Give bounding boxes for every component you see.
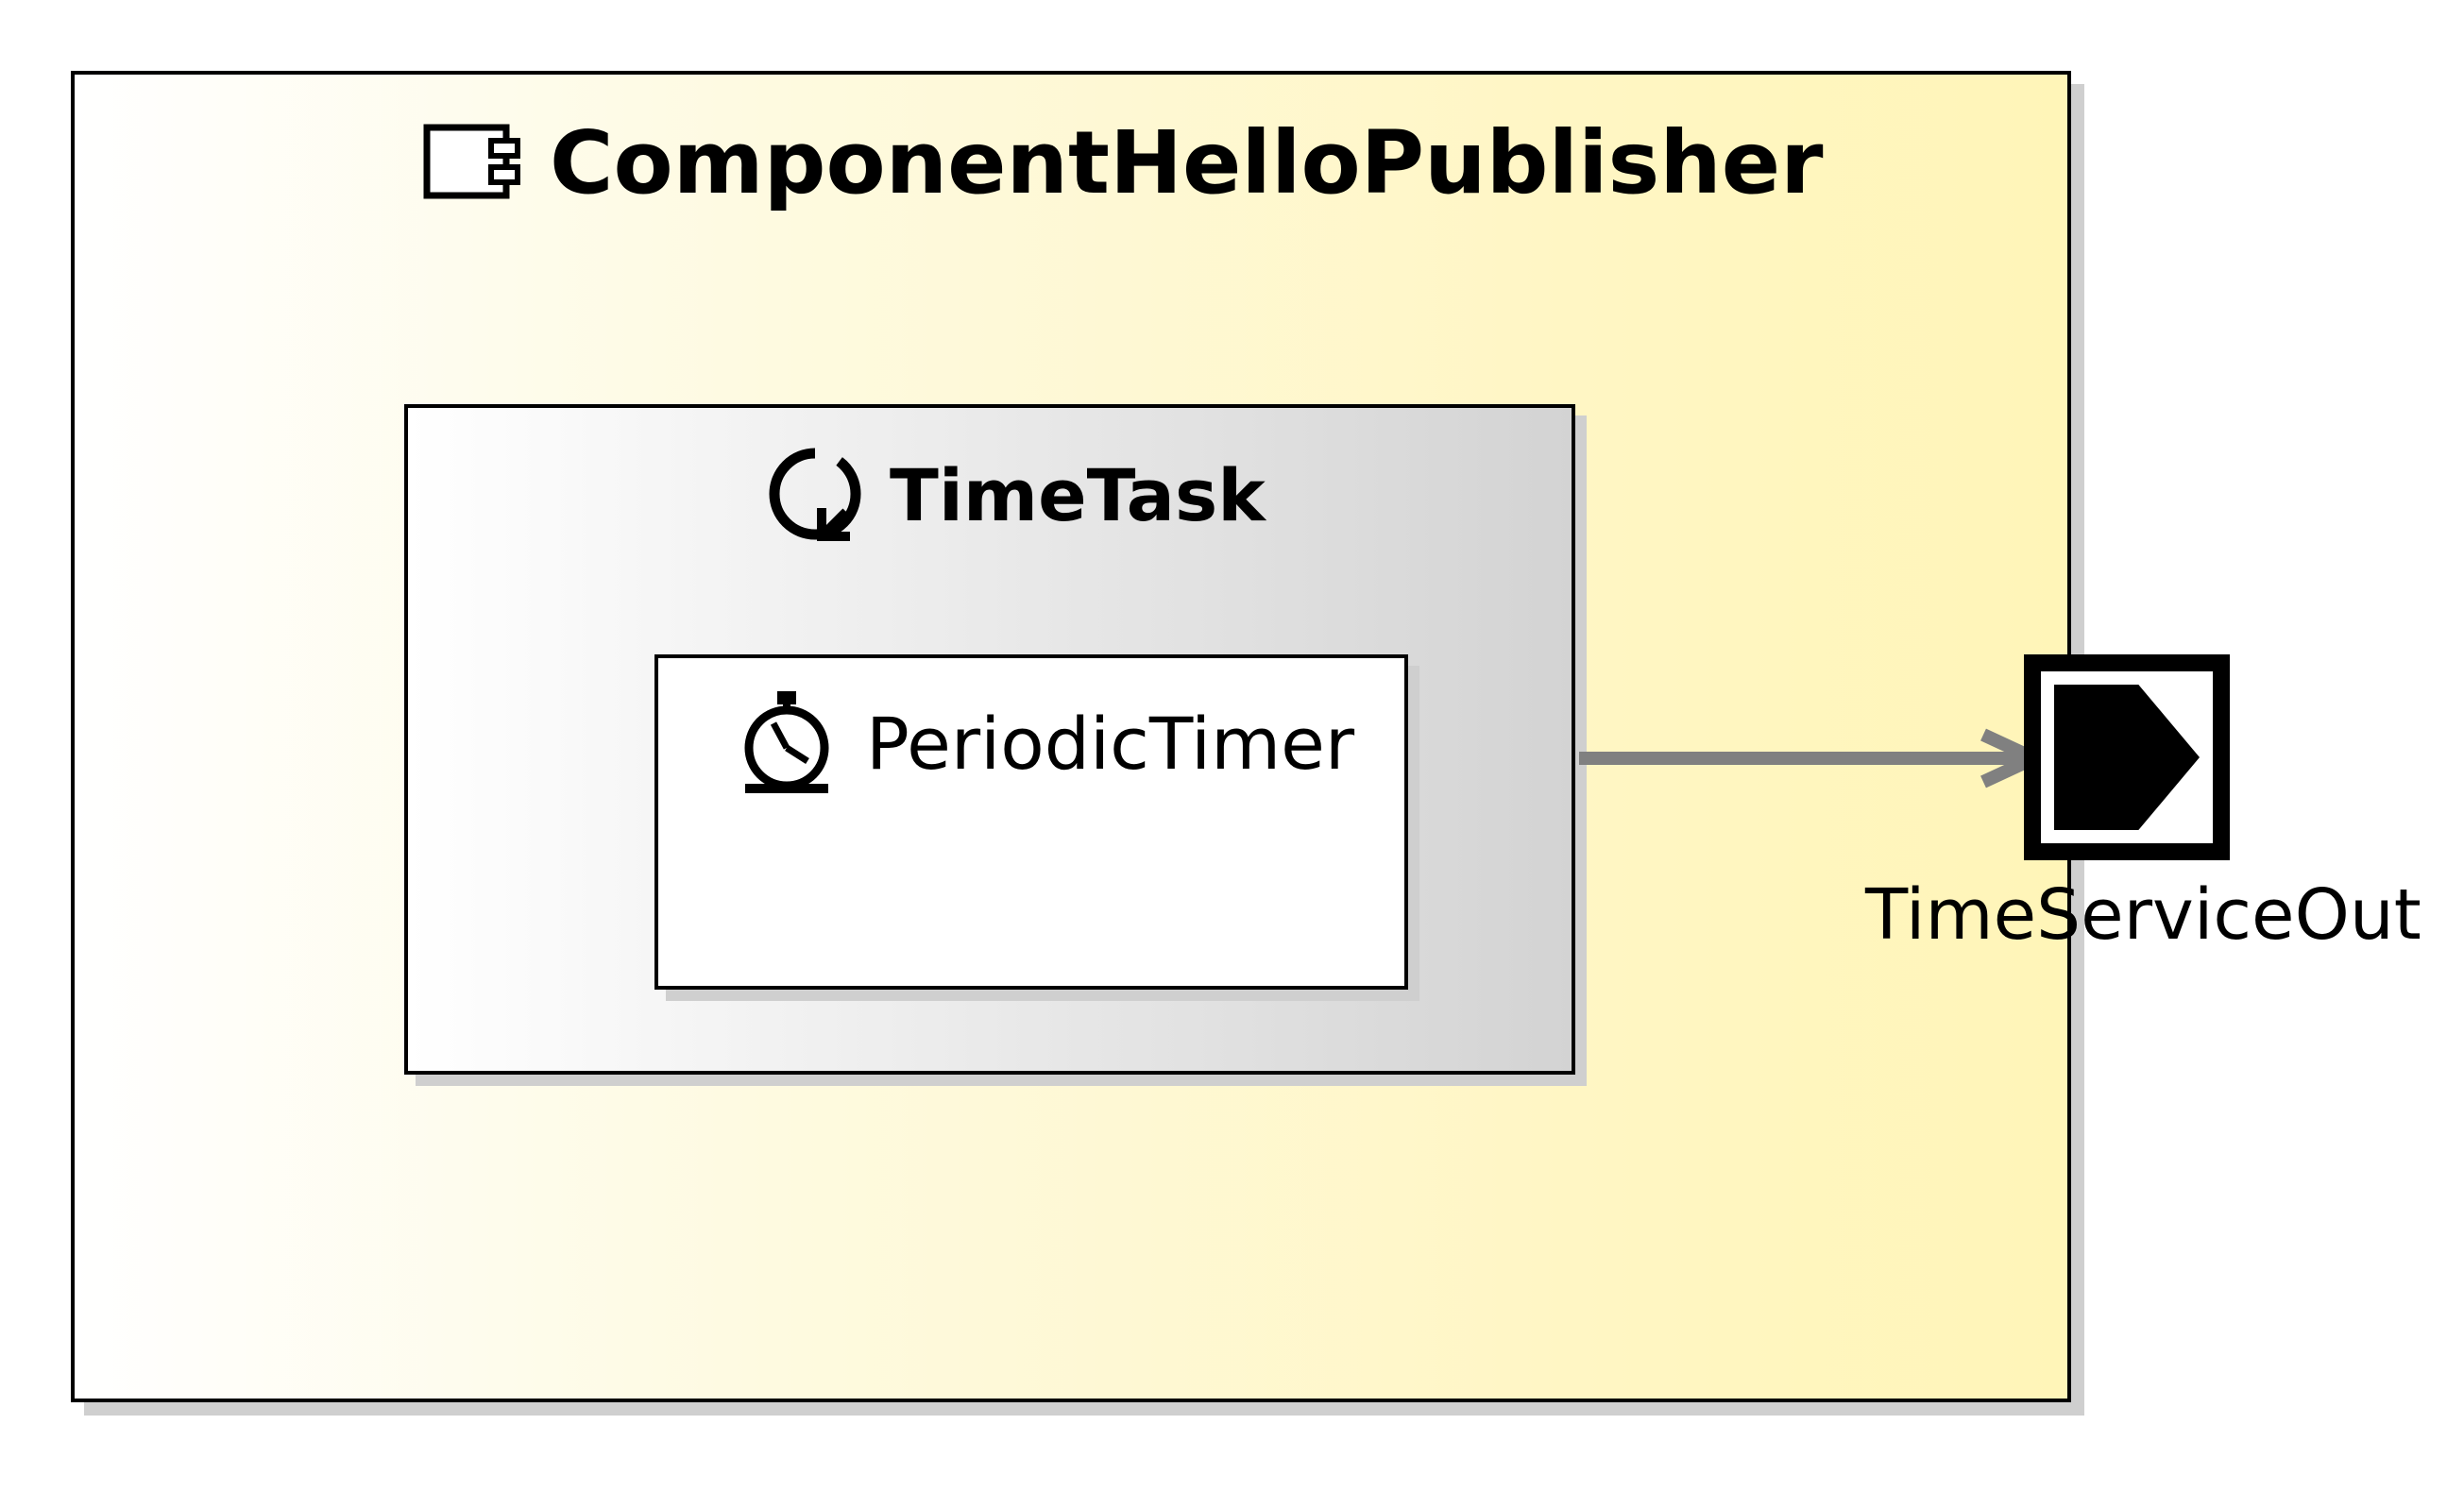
output-port[interactable] xyxy=(2024,654,2230,860)
component-icon xyxy=(423,124,521,203)
timer-header: PeriodicTimer xyxy=(732,687,1354,801)
task-cycle-icon xyxy=(763,442,867,550)
timer-title: PeriodicTimer xyxy=(866,702,1355,786)
component-header: ComponentHelloPublisher xyxy=(423,111,1824,215)
component-title: ComponentHelloPublisher xyxy=(550,112,1824,213)
output-port-icon xyxy=(2054,685,2200,830)
port-label: TimeServiceOut xyxy=(1865,874,2422,956)
output-port-inner xyxy=(2041,671,2213,843)
task-header: TimeTask xyxy=(763,444,1266,548)
stopwatch-icon xyxy=(732,686,845,803)
task-title: TimeTask xyxy=(890,453,1266,537)
